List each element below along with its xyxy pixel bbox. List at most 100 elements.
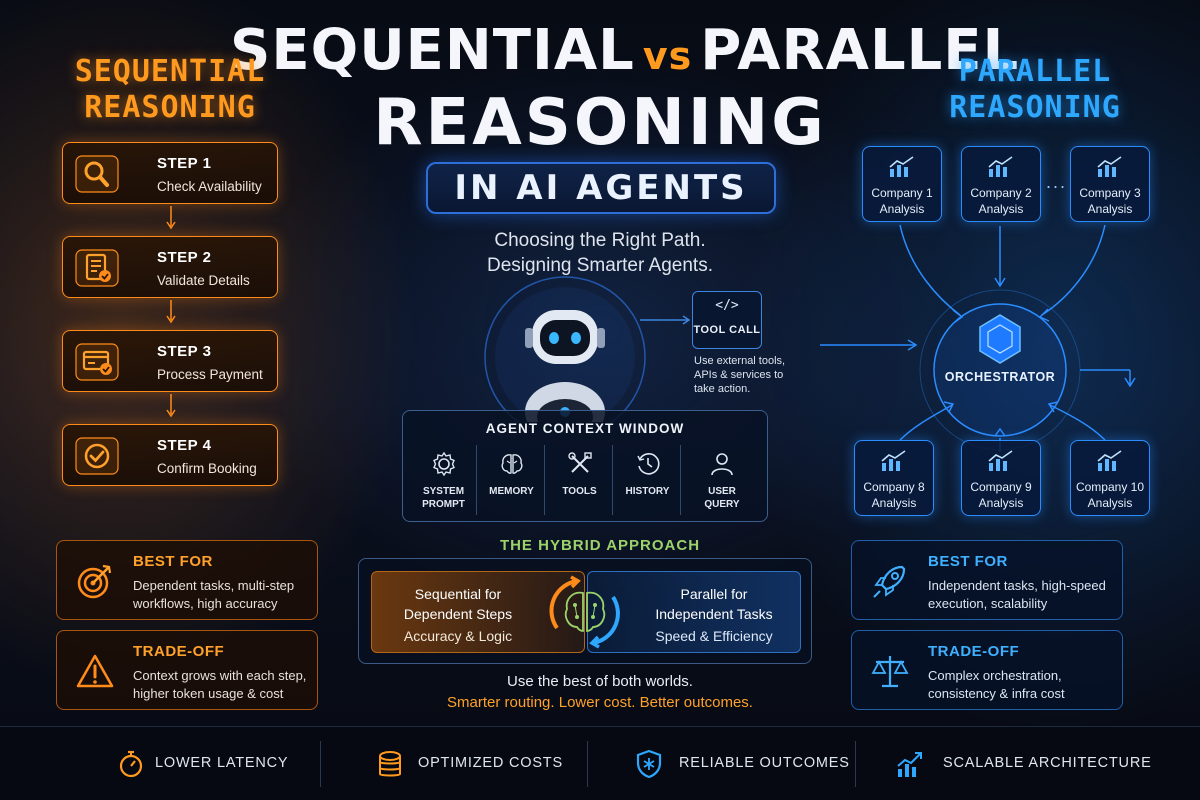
parallel-trade-off-card: TRADE-OFF Complex orchestration, consist… [851, 630, 1123, 710]
parallel-heading-line2: REASONING [949, 90, 1121, 125]
hybrid-left-line3: Accuracy & Logic [403, 628, 513, 644]
subtitle: Choosing the Right Path. Designing Smart… [430, 228, 770, 278]
step-4-card: STEP 4 Confirm Booking [62, 424, 278, 486]
company-subtitle: Analysis [879, 202, 925, 216]
subtitle-line2: Designing Smarter Agents. [486, 255, 713, 276]
sequential-heading-line2: REASONING [84, 90, 256, 125]
step-label: Process Payment [157, 367, 263, 382]
arrow-down-icon [166, 300, 176, 324]
hybrid-title: THE HYBRID APPROACH [499, 537, 701, 554]
feature-scalable-architecture: SCALABLE ARCHITECTURE [855, 727, 1200, 800]
sequential-trade-off-card: TRADE-OFF Context grows with each step, … [56, 630, 318, 710]
feature-label: LOWER LATENCY [155, 755, 289, 771]
company-subtitle: Analysis [978, 202, 1024, 216]
chart-up-icon [1097, 450, 1122, 471]
trade-off-text: Complex orchestration, consistency & inf… [928, 668, 1065, 701]
context-item-label: SYSTEM [422, 486, 465, 497]
chart-up-icon [889, 156, 914, 177]
company-subtitle: Analysis [871, 496, 917, 510]
main-title-line2: REASONING [373, 86, 827, 160]
coins-icon [379, 751, 401, 777]
context-item-memory: MEMORY [479, 445, 545, 515]
feature-bar: LOWER LATENCY OPTIMIZED COSTS RELIABLE O… [0, 726, 1200, 800]
hybrid-left-line1: Sequential for [414, 586, 502, 602]
credit-card-icon [75, 343, 119, 381]
user-icon [711, 453, 733, 476]
context-item-label: TOOLS [562, 486, 597, 497]
scale-icon [871, 656, 909, 688]
gear-icon [433, 451, 455, 477]
best-for-heading: BEST FOR [133, 553, 213, 570]
feature-lower-latency: LOWER LATENCY [0, 727, 300, 800]
company-subtitle: Analysis [1087, 496, 1133, 510]
title-badge: IN AI AGENTS [426, 162, 776, 214]
parallel-best-for-card: BEST FOR Independent tasks, high-speed e… [851, 540, 1123, 620]
company-name: Company 9 [970, 480, 1032, 494]
sequential-heading-line1: SEQUENTIAL [74, 54, 266, 89]
step-3-card: STEP 3 Process Payment [62, 330, 278, 392]
code-icon: </> [715, 298, 739, 313]
sequential-heading: SEQUENTIAL REASONING [70, 54, 270, 126]
feature-optimized-costs: OPTIMIZED COSTS [320, 727, 620, 800]
hybrid-footer-line1: Use the best of both worlds. [507, 673, 693, 690]
brain-icon [501, 454, 523, 474]
context-item-label: USER [708, 486, 736, 497]
context-item-history: HISTORY [615, 445, 681, 515]
arrow-down-icon [166, 206, 176, 230]
tool-call-box: </> TOOL CALL [692, 291, 762, 349]
check-circle-icon [75, 437, 119, 475]
feature-label: SCALABLE ARCHITECTURE [943, 755, 1152, 771]
best-for-text: Independent tasks, high-speed execution,… [928, 578, 1106, 611]
chart-up-icon [988, 450, 1013, 471]
step-number: STEP 4 [157, 437, 212, 454]
trade-off-text: Context grows with each step, higher tok… [133, 668, 307, 701]
company-node: Company 8 Analysis [854, 440, 934, 516]
best-for-text: Dependent tasks, multi-step workflows, h… [133, 578, 295, 611]
shield-icon [636, 749, 662, 779]
step-number: STEP 1 [157, 155, 212, 172]
context-item-label: QUERY [704, 499, 740, 510]
divider [855, 741, 856, 787]
company-node: Company 10 Analysis [1070, 440, 1150, 516]
target-icon [77, 564, 112, 599]
context-item-label: PROMPT [422, 499, 465, 510]
hybrid-right-line1: Parallel for [680, 586, 748, 602]
company-node: Company 2 Analysis [961, 146, 1041, 222]
hybrid-brain-icon [549, 575, 620, 649]
feature-label: RELIABLE OUTCOMES [679, 755, 850, 771]
trade-off-heading: TRADE-OFF [928, 643, 1020, 660]
chart-up-icon [1097, 156, 1122, 177]
tool-call-description: Use external tools, APIs & services to t… [694, 355, 786, 395]
title-parallel: PARALLEL [700, 18, 1020, 83]
orchestrator-label: ORCHESTRATOR [944, 370, 1056, 384]
hybrid-right-line2: Independent Tasks [655, 606, 773, 622]
stopwatch-icon [119, 750, 143, 778]
title-sequential: SEQUENTIAL [230, 18, 635, 83]
context-item-tools: TOOLS [547, 445, 613, 515]
sequential-best-for-card: BEST FOR Dependent tasks, multi-step wor… [56, 540, 318, 620]
company-name: Company 8 [863, 480, 925, 494]
context-item-label: HISTORY [625, 486, 670, 497]
history-icon [637, 453, 660, 475]
step-label: Validate Details [157, 273, 250, 288]
robot-illustration [484, 276, 691, 422]
chart-up-icon [988, 156, 1013, 177]
step-label: Confirm Booking [157, 461, 257, 476]
divider [320, 741, 321, 787]
chart-up-icon [881, 450, 906, 471]
company-name: Company 10 [1075, 480, 1145, 494]
parallel-heading-line1: PARALLEL [958, 54, 1112, 89]
context-item-system-prompt: SYSTEM PROMPT [411, 445, 477, 515]
rocket-icon [873, 565, 906, 598]
arrow-down-icon [166, 394, 176, 418]
company-name: Company 2 [970, 186, 1032, 200]
best-for-heading: BEST FOR [928, 553, 1008, 570]
context-item-label: MEMORY [489, 486, 534, 497]
parallel-heading: PARALLEL REASONING [935, 54, 1135, 126]
